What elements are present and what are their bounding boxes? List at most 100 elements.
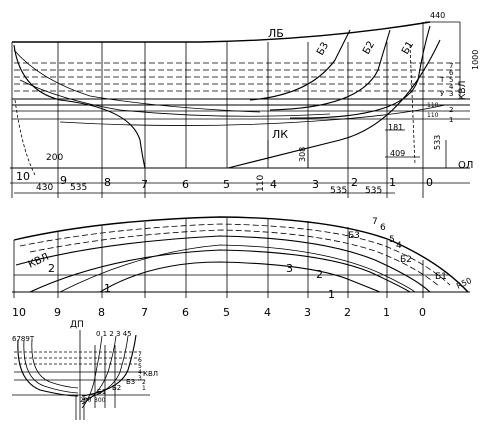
wl-mark-t: Т xyxy=(439,76,445,84)
wl-mark-3: 3 xyxy=(449,90,453,98)
dim-535-c: 535 xyxy=(365,186,382,196)
plan-b1-label: Б1 xyxy=(435,272,447,282)
profile-station-10: 10 xyxy=(16,170,30,183)
profile-station-6: 6 xyxy=(182,178,189,191)
keel-profile xyxy=(13,44,146,169)
plan-wl-inner xyxy=(59,244,416,293)
dim-200: 200 xyxy=(46,153,63,163)
body-plan-view: ДП 6789Т 0 1 2 3 45 7 6 5 4 3 КВЛ Б3 2 Б… xyxy=(12,320,158,420)
plan-wl-2 xyxy=(29,249,411,293)
buttock-b2-label: Б2 xyxy=(361,40,377,57)
body-plan-left-stations: 6789Т xyxy=(12,335,35,343)
dim-1000: 1000 xyxy=(471,50,480,70)
profile-station-7: 7 xyxy=(141,178,148,191)
body-plan-i1-label: 1 xyxy=(142,385,146,392)
body-plan-waterlines xyxy=(14,351,145,381)
plan-station-8: 8 xyxy=(98,306,105,319)
bottom-line xyxy=(59,104,446,126)
plan-5-label: 5 xyxy=(389,235,395,245)
dim-110-a: 110 xyxy=(427,102,439,109)
profile-station-3: 3 xyxy=(312,178,319,191)
plan-wl2b-label: 2 xyxy=(316,268,323,281)
plan-deck-outline xyxy=(13,216,469,293)
dim-535-a: 535 xyxy=(70,183,87,193)
dim-308: 308 xyxy=(298,147,307,162)
transom-dashed xyxy=(14,99,36,176)
buttock-b1-label: Б1 xyxy=(400,40,416,57)
body-plan-kvl-label: КВЛ xyxy=(143,370,158,378)
plan-station-3: 3 xyxy=(304,306,311,319)
body-plan-b3-label: Б3 xyxy=(126,378,135,386)
plan-wl2-label: 2 xyxy=(48,262,55,275)
lower-bilge-line xyxy=(19,79,331,117)
buttock-b3 xyxy=(249,29,351,101)
stem-dashed xyxy=(409,44,416,166)
body-plan-b2-label: Б2 xyxy=(112,384,121,392)
plan-7-label: 7 xyxy=(372,217,378,227)
wl-mark-1: 1 xyxy=(449,116,453,124)
body-plan-i2-label: 2 xyxy=(142,379,146,386)
plan-wl-1 xyxy=(99,261,381,293)
forward-keel-curve xyxy=(227,39,441,169)
plan-station-0: 0 xyxy=(419,306,426,319)
plan-b3-label: Б3 xyxy=(348,231,360,241)
plan-station-4: 4 xyxy=(264,306,271,319)
dim-535-b: 535 xyxy=(330,186,347,196)
plan-station-1: 1 xyxy=(383,306,390,319)
plan-station-6: 6 xyxy=(182,306,189,319)
dim-181: 181 xyxy=(388,123,403,132)
wl-mark-5: 5 xyxy=(449,76,453,84)
dim-440: 440 xyxy=(430,11,445,20)
plan-6-label: 6 xyxy=(380,223,386,233)
profile-station-1: 1 xyxy=(389,176,396,189)
profile-station-2: 2 xyxy=(351,176,358,189)
wl-mark-7: 7 xyxy=(449,62,453,70)
wl-mark-2: 2 xyxy=(449,106,453,114)
buttock-b3-label: Б3 xyxy=(315,41,331,58)
body-plan-wl-5: 5 xyxy=(138,363,142,370)
buttock-b1 xyxy=(289,25,431,119)
body-plan-b1-label: Б1 xyxy=(97,388,106,396)
profile-station-0: 0 xyxy=(426,176,433,189)
plan-view: КВЛ 2 1 3 2 1 Б3 7 6 5 4 Б2 Б1 R50 10 9 … xyxy=(12,216,473,319)
plan-b2-label: Б2 xyxy=(400,255,412,265)
profile-dashed-waterlines xyxy=(14,62,460,92)
body-plan-wl-6: 6 xyxy=(138,357,142,364)
buttock-b2 xyxy=(269,29,391,111)
profile-station-numbers: 10 9 8 7 6 5 4 3 2 1 0 xyxy=(16,170,433,191)
dim-110-v: 110 xyxy=(256,175,266,192)
wl-mark-6: 6 xyxy=(449,69,454,77)
body-plan-fwd-sections xyxy=(81,334,137,397)
body-plan-dim-290: 290 xyxy=(80,397,92,404)
profile-station-4: 4 xyxy=(270,178,277,191)
body-plan-dim-300: 300 xyxy=(94,397,106,404)
profile-view: ЛБ ЛК Б3 Б2 Б1 7 6 5 Т 4 У 3 КВЛ 2 1 ОЛ … xyxy=(10,11,480,198)
profile-station-9: 9 xyxy=(60,174,67,187)
wl-mark-y: У xyxy=(440,90,445,98)
plan-4-label: 4 xyxy=(396,241,402,251)
plan-dashed-wl-1 xyxy=(19,223,451,286)
wl-mark-4: 4 xyxy=(449,83,454,91)
plan-wl1b-label: 1 xyxy=(328,288,335,301)
profile-station-5: 5 xyxy=(223,178,230,191)
body-plan-wl-7: 7 xyxy=(138,351,142,358)
deck-line xyxy=(12,21,431,43)
dim-533: 533 xyxy=(433,135,442,150)
keel-line-label: ЛК xyxy=(272,128,288,141)
body-plan-wl-4: 4 xyxy=(138,369,142,376)
body-plan-aft-sections xyxy=(17,339,79,397)
plan-dashed-wl-2 xyxy=(29,229,441,288)
body-plan-wl-3: 3 xyxy=(138,375,142,382)
body-plan-dp-label: ДП xyxy=(70,320,84,330)
kvl-label: КВЛ xyxy=(458,81,468,100)
plan-station-numbers: 10 9 8 7 6 5 4 3 2 1 0 xyxy=(12,306,426,319)
dim-409: 409 xyxy=(390,149,405,158)
plan-wl3-label: 3 xyxy=(286,262,293,275)
profile-station-8: 8 xyxy=(104,176,111,189)
dim-430: 430 xyxy=(36,183,53,193)
plan-station-7: 7 xyxy=(141,306,148,319)
plan-station-2: 2 xyxy=(344,306,351,319)
baseline-label: ОЛ xyxy=(458,160,473,171)
plan-station-10: 10 xyxy=(12,306,26,319)
